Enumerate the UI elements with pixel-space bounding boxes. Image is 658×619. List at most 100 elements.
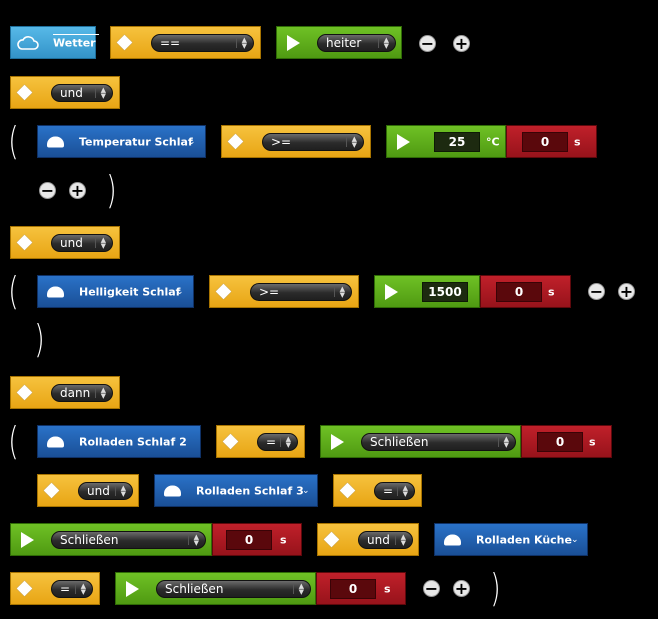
delay-block-1[interactable]: 0 s xyxy=(506,125,597,158)
logic-select-dann[interactable]: dann xyxy=(51,383,113,402)
logic-select-3[interactable]: und xyxy=(78,481,133,500)
weather-value-select[interactable]: heiter xyxy=(317,33,396,52)
operator-select-1[interactable]: == xyxy=(151,33,254,52)
delay-unit-1: s xyxy=(574,135,581,148)
delay-input-2[interactable]: 0 xyxy=(496,281,542,302)
play-icon xyxy=(126,580,139,597)
logic-block-und-3[interactable]: und xyxy=(37,474,139,507)
weather-label: Wetter xyxy=(53,36,96,49)
diamond-icon xyxy=(227,133,244,150)
paren-open-3: ( xyxy=(8,419,19,463)
value-block-2[interactable]: 25 °C xyxy=(386,125,506,158)
logic-select-2[interactable]: und xyxy=(51,233,113,252)
compare-block-3[interactable]: >= xyxy=(209,275,359,308)
delay-block-3[interactable]: 0 s xyxy=(521,425,612,458)
device-icon xyxy=(444,534,461,545)
select-arrows-icon xyxy=(286,436,291,448)
operator-select-3[interactable]: >= xyxy=(250,282,352,301)
minus-icon[interactable]: − xyxy=(419,34,436,53)
action-block-3[interactable]: Schließen xyxy=(115,572,316,605)
device-rolladen-kueche[interactable]: Rolladen Küche ⌄ xyxy=(434,523,588,556)
select-arrows-icon xyxy=(101,387,106,399)
logic-block-dann[interactable]: dann xyxy=(10,376,120,409)
diamond-icon xyxy=(116,34,133,51)
cloud-icon xyxy=(17,35,39,50)
brightness-input[interactable]: 1500 xyxy=(422,281,468,302)
delay-block-5[interactable]: 0 s xyxy=(316,572,406,605)
delay-input-3[interactable]: 0 xyxy=(537,431,583,452)
device-rolladen-schlaf-2[interactable]: Rolladen Schlaf 2 ⌄ xyxy=(37,425,231,458)
minus-icon[interactable]: − xyxy=(39,181,56,200)
action-select-1[interactable]: Schließen xyxy=(361,432,516,451)
select-arrows-icon xyxy=(384,37,389,49)
device-helligkeit-schlaf[interactable]: Helligkeit Schlaf ⌄ xyxy=(37,275,194,308)
delay-block-2[interactable]: 0 s xyxy=(480,275,571,308)
delay-input-5[interactable]: 0 xyxy=(330,578,376,599)
delay-unit-2: s xyxy=(548,285,555,298)
device-icon xyxy=(47,136,64,147)
delay-unit-3: s xyxy=(589,435,596,448)
select-arrows-icon xyxy=(352,136,357,148)
paren-open-1: ( xyxy=(8,119,19,163)
device-icon xyxy=(47,436,64,447)
operator-select-2[interactable]: >= xyxy=(262,132,364,151)
operator-select-4[interactable]: = xyxy=(257,432,298,451)
minus-icon[interactable]: − xyxy=(588,282,605,301)
chevron-down-icon: ⌄ xyxy=(302,485,310,496)
select-arrows-icon xyxy=(504,436,509,448)
diamond-icon xyxy=(339,482,356,499)
delay-unit-4: s xyxy=(280,533,287,546)
plus-icon[interactable]: + xyxy=(69,181,86,200)
action-block-1[interactable]: Schließen xyxy=(320,425,521,458)
paren-close-2: ) xyxy=(34,317,45,361)
logic-select-4[interactable]: und xyxy=(358,530,413,549)
select-arrows-icon xyxy=(101,237,106,249)
diamond-icon xyxy=(16,580,33,597)
compare-block-1[interactable]: == xyxy=(110,26,261,59)
delay-block-4[interactable]: 0 s xyxy=(212,523,302,556)
select-arrows-icon xyxy=(401,534,406,546)
diamond-icon xyxy=(222,433,239,450)
plus-icon[interactable]: + xyxy=(453,34,470,53)
compare-block-2[interactable]: >= xyxy=(221,125,371,158)
weather-block[interactable]: Wetter xyxy=(10,26,99,59)
diamond-icon xyxy=(323,531,340,548)
temperature-input[interactable]: 25 xyxy=(434,131,480,152)
delay-unit-5: s xyxy=(384,582,391,595)
action-select-3[interactable]: Schließen xyxy=(156,579,311,598)
compare-block-5[interactable]: = xyxy=(333,474,422,507)
select-arrows-icon xyxy=(299,583,304,595)
device-temperatur-schlaf[interactable]: Temperatur Schlaf ⌄ xyxy=(37,125,206,158)
logic-block-und-4[interactable]: und xyxy=(317,523,419,556)
value-block-3[interactable]: 1500 xyxy=(374,275,480,308)
logic-select-1[interactable]: und xyxy=(51,83,113,102)
chevron-down-icon: ⌄ xyxy=(571,534,579,545)
plus-icon[interactable]: + xyxy=(618,282,635,301)
select-arrows-icon xyxy=(403,485,408,497)
select-arrows-icon xyxy=(81,583,86,595)
weather-line xyxy=(53,34,99,35)
diamond-icon xyxy=(16,84,33,101)
chevron-down-icon: ⌄ xyxy=(188,136,196,147)
select-arrows-icon xyxy=(242,37,247,49)
logic-block-und-1[interactable]: und xyxy=(10,76,120,109)
plus-icon[interactable]: + xyxy=(453,579,470,598)
temperature-unit: °C xyxy=(486,135,500,148)
select-arrows-icon xyxy=(194,534,199,546)
minus-icon[interactable]: − xyxy=(423,579,440,598)
compare-block-4[interactable]: = xyxy=(216,425,305,458)
delay-input-4[interactable]: 0 xyxy=(226,529,272,550)
action-block-2[interactable]: Schließen xyxy=(10,523,212,556)
operator-select-6[interactable]: = xyxy=(51,579,93,598)
play-icon xyxy=(21,531,34,548)
compare-block-6[interactable]: = xyxy=(10,572,100,605)
device-rolladen-schlaf-3[interactable]: Rolladen Schlaf 3 ⌄ xyxy=(154,474,318,507)
logic-block-und-2[interactable]: und xyxy=(10,226,120,259)
play-icon xyxy=(385,283,398,300)
select-arrows-icon xyxy=(101,87,106,99)
delay-input-1[interactable]: 0 xyxy=(522,131,568,152)
action-select-2[interactable]: Schließen xyxy=(51,530,206,549)
play-icon xyxy=(397,133,410,150)
operator-select-5[interactable]: = xyxy=(374,481,415,500)
value-block-1[interactable]: heiter xyxy=(276,26,402,59)
